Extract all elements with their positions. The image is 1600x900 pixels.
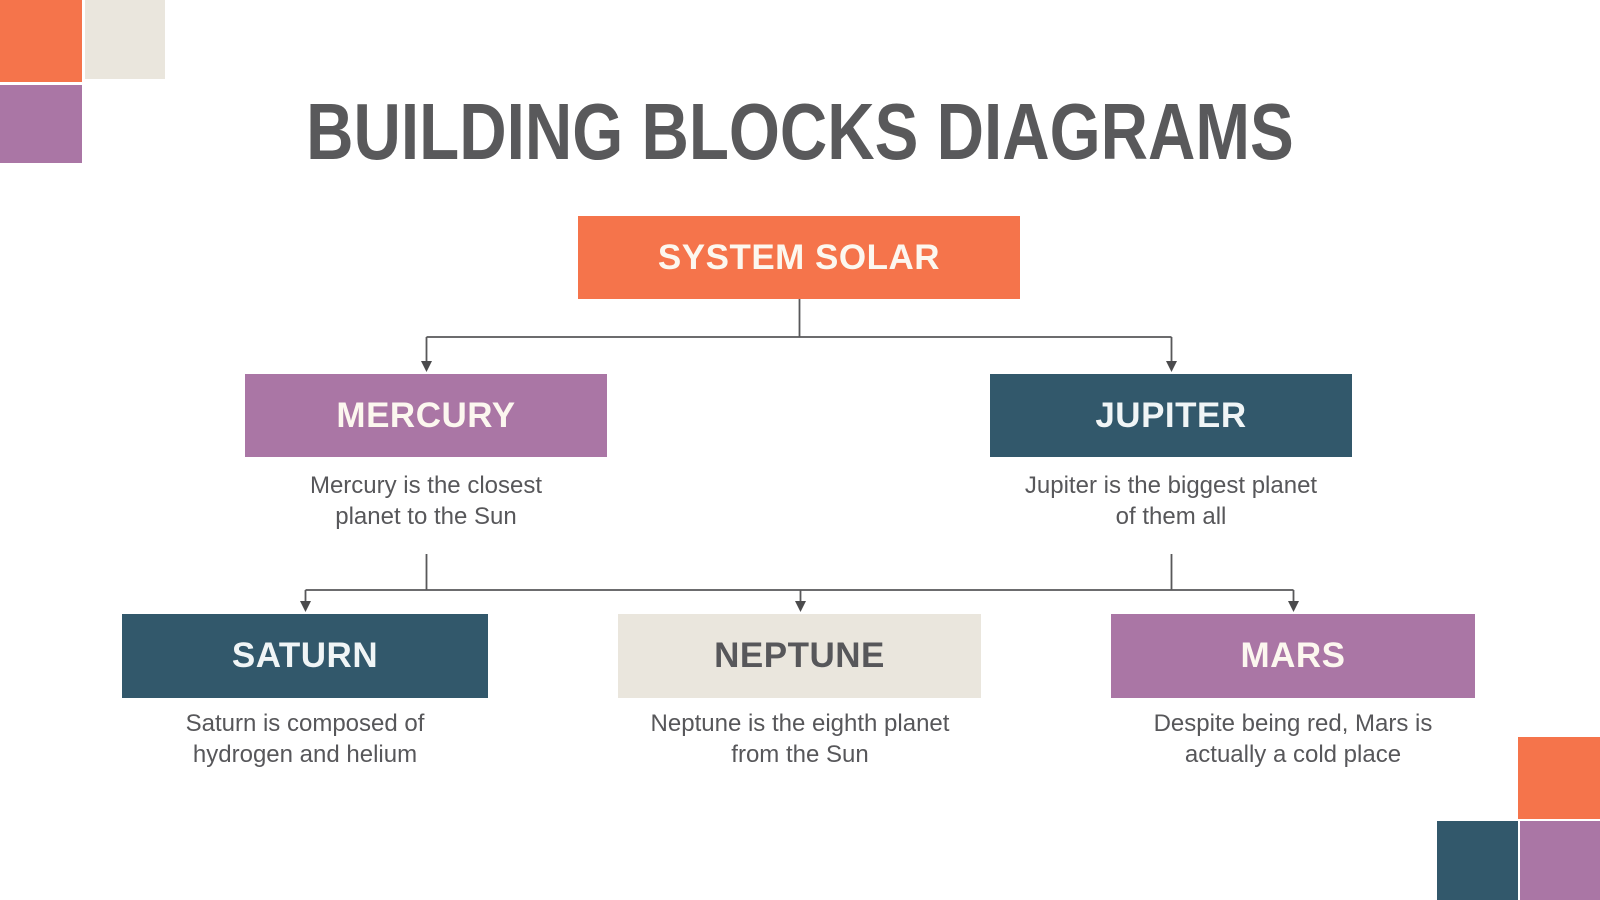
node-system-solar: SYSTEM SOLAR [578, 216, 1020, 299]
corner-square-top-left-purple [0, 85, 82, 163]
node-saturn-label: SATURN [231, 636, 379, 675]
node-mercury-label: MERCURY [336, 395, 516, 435]
corner-square-bottom-right-purple [1520, 821, 1600, 900]
mars-description: Despite being red, Mars is actually a co… [1153, 710, 1433, 768]
page-title: BUILDING BLOCKS DIAGRAMS [306, 87, 1294, 176]
node-neptune-label: NEPTUNE [714, 636, 885, 675]
corner-square-bottom-right-orange [1518, 737, 1600, 819]
arrowhead-to-mercury [421, 361, 432, 372]
arrowhead-to-jupiter [1166, 361, 1177, 372]
mercury-description: Mercury is the closest planet to the Sun [309, 472, 543, 530]
corner-square-bottom-right-teal [1437, 821, 1518, 900]
node-saturn: SATURN [122, 614, 488, 698]
node-mars-label: MARS [1240, 636, 1346, 675]
tier1-connector-path [425, 299, 1173, 362]
saturn-description: Saturn is composed of hydrogen and heliu… [185, 710, 425, 768]
node-system-solar-label: SYSTEM SOLAR [657, 237, 941, 277]
arrowhead-to-mars [1288, 601, 1299, 612]
tier2-connector-path [304, 554, 1295, 602]
node-jupiter-label: JUPITER [1095, 395, 1247, 435]
jupiter-description: Jupiter is the biggest planet of them al… [1024, 472, 1318, 530]
node-mars: MARS [1111, 614, 1475, 698]
neptune-description: Neptune is the eighth planet from the Su… [650, 710, 950, 768]
node-neptune: NEPTUNE [618, 614, 981, 698]
arrowhead-to-saturn [300, 601, 311, 612]
arrowhead-to-neptune [795, 601, 806, 612]
node-jupiter: JUPITER [990, 374, 1352, 457]
node-mercury: MERCURY [245, 374, 607, 457]
corner-square-top-left-orange [0, 0, 82, 82]
corner-square-top-left-beige [85, 0, 165, 79]
